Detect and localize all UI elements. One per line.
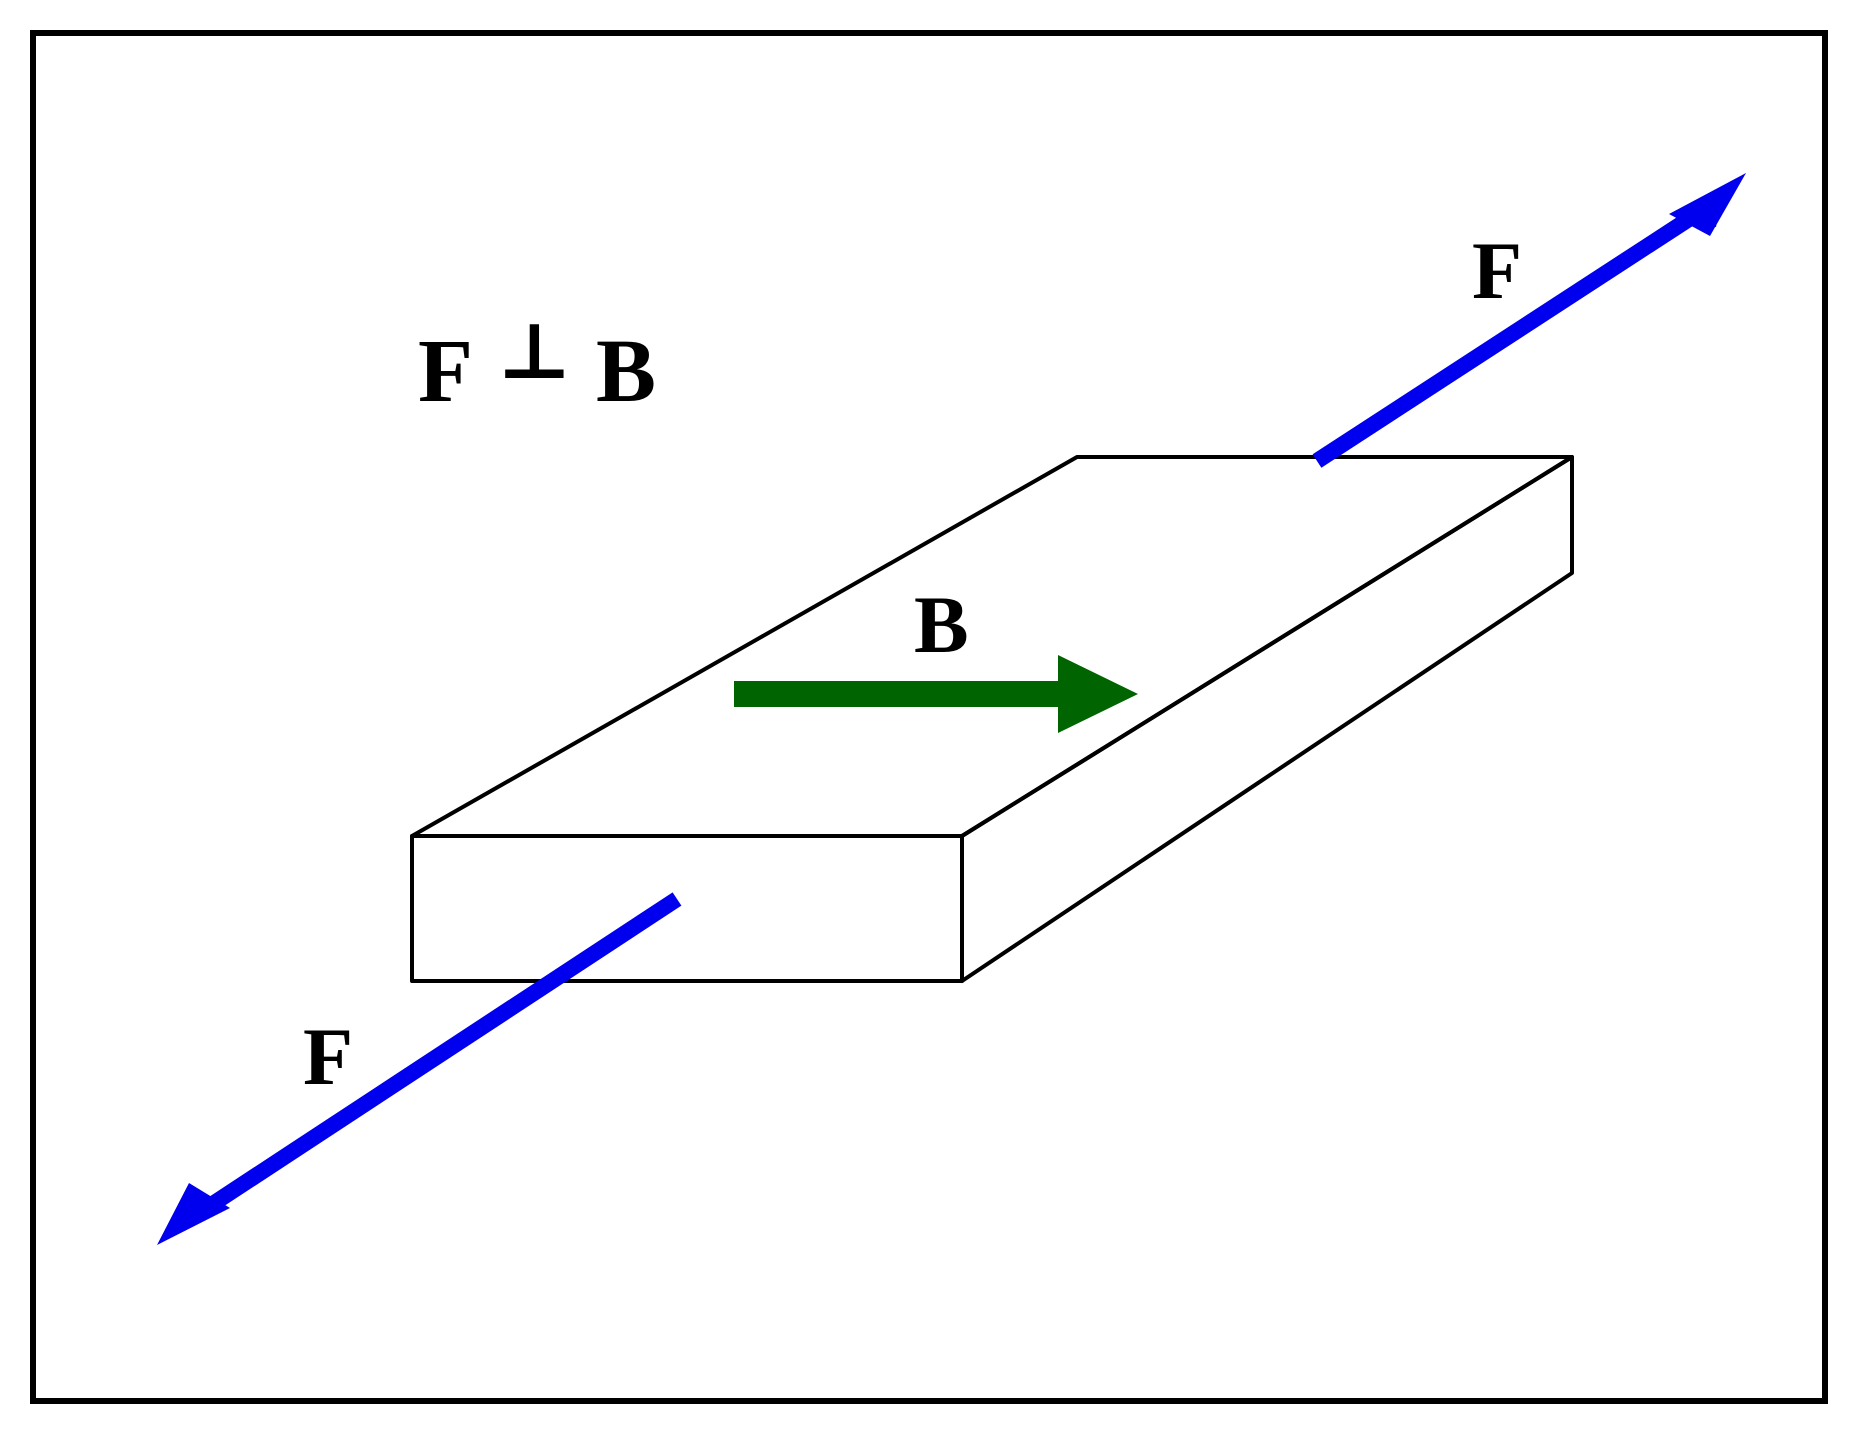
relation-perpendicular-symbol: ⊥	[497, 308, 572, 395]
force-arrow-top-right-shaft	[1312, 195, 1720, 468]
field-arrow	[734, 655, 1138, 733]
field-label: B	[914, 579, 969, 670]
force-arrow-top-right	[1312, 173, 1746, 468]
force-label-top-right: F	[1472, 225, 1522, 316]
field-arrow-head	[1058, 655, 1138, 733]
figure-frame	[30, 30, 1828, 1404]
force-arrow-bottom-left-shaft	[191, 892, 682, 1222]
relation-label-right: B	[596, 322, 656, 421]
arrow-icon	[1669, 173, 1746, 236]
relation-label: F ⊥ B	[418, 308, 656, 421]
arrow-icon	[157, 1183, 230, 1245]
slab-right-face	[960, 455, 1574, 983]
relation-label-left: F	[418, 322, 473, 421]
slab	[410, 455, 1574, 983]
force-arrow-bottom-left	[157, 892, 682, 1245]
force-label-bottom-left: F	[303, 1011, 353, 1102]
field-arrow-shaft	[734, 681, 1068, 707]
